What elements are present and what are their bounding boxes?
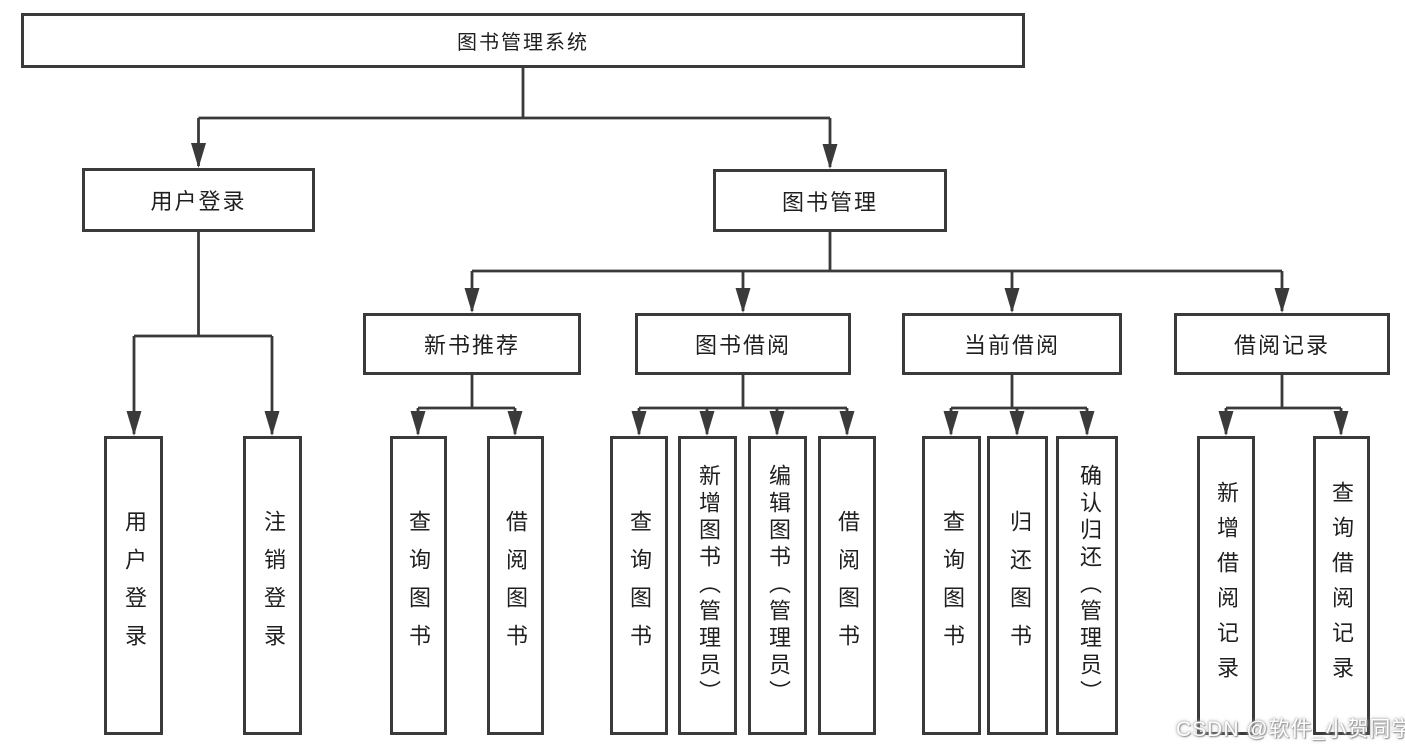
node-leaf-query-books-current: 查询图书 (922, 436, 981, 735)
node-leaf-user-login: 用户登录 (104, 436, 163, 735)
node-new-book-recommend: 新书推荐 (363, 313, 581, 375)
node-borrowing-records: 借阅记录 (1174, 313, 1390, 375)
node-leaf-logout: 注销登录 (243, 436, 302, 735)
node-leaf-edit-books-admin: 编辑图书（管理员） (748, 436, 807, 735)
node-leaf-query-books-borrowing: 查询图书 (610, 436, 668, 735)
node-user-login-module: 用户登录 (82, 168, 315, 232)
node-current-borrowing: 当前借阅 (902, 313, 1122, 375)
node-leaf-add-borrow-record: 新增借阅记录 (1197, 436, 1255, 735)
node-book-borrowing: 图书借阅 (635, 313, 851, 375)
node-leaf-borrow-books: 借阅图书 (818, 436, 876, 735)
node-root-system-title: 图书管理系统 (21, 13, 1025, 68)
node-book-management-module: 图书管理 (713, 169, 947, 232)
arrowheads (126, 143, 1349, 436)
csdn-watermark: CSDN @软件_小贺同学 (1176, 718, 1405, 741)
node-leaf-borrow-books-recommend: 借阅图书 (487, 436, 544, 735)
node-leaf-confirm-return-admin: 确认归还（管理员） (1056, 436, 1118, 735)
node-leaf-query-borrow-record: 查询借阅记录 (1313, 436, 1370, 735)
node-leaf-query-books-recommend: 查询图书 (390, 436, 447, 735)
node-leaf-add-books-admin: 新增图书（管理员） (678, 436, 737, 735)
node-leaf-return-books: 归还图书 (987, 436, 1048, 735)
